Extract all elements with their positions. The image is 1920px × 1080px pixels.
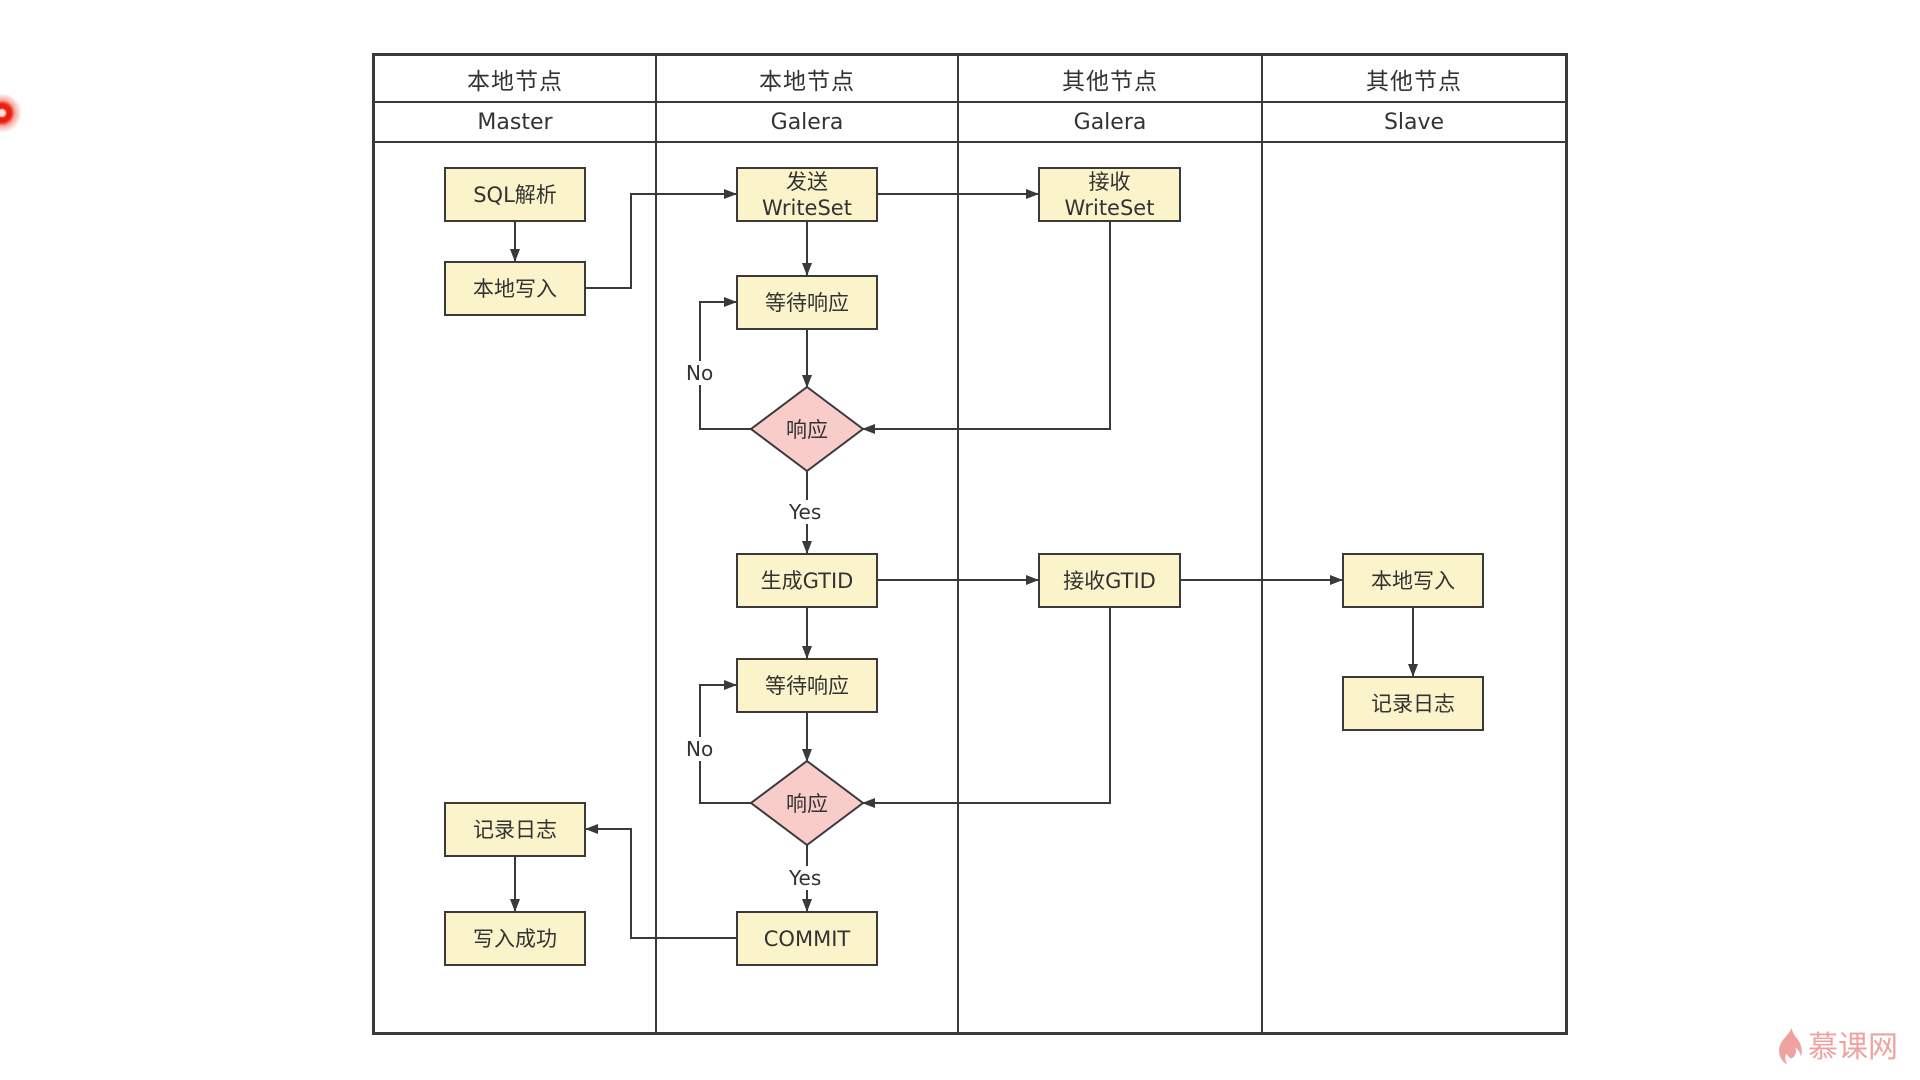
connector-commit-to-logmaster: [585, 824, 736, 939]
node-label: COMMIT: [763, 926, 851, 951]
lane-role-header: Galera: [959, 103, 1261, 143]
node-local-write-slave: 本地写入: [1342, 553, 1484, 608]
connector-localwrite-to-sendwriteset: [586, 189, 737, 289]
node-write-success: 写入成功: [444, 911, 586, 966]
node-local-write-master: 本地写入: [444, 261, 586, 316]
decision-response-1: 响应: [749, 385, 865, 473]
node-label: SQL解析: [473, 182, 557, 207]
connector-recvgtid-to-response2: [862, 608, 1111, 808]
node-commit: COMMIT: [736, 911, 878, 966]
edge-label-yes-1: Yes: [786, 500, 825, 524]
decision-label: 响应: [786, 418, 828, 442]
lane-master: 本地节点 Master: [375, 56, 655, 1032]
node-wait-response-2: 等待响应: [736, 658, 878, 713]
lane-group-header: 其他节点: [1263, 56, 1565, 103]
lane-role-header: Galera: [657, 103, 957, 143]
node-label: 本地写入: [473, 276, 557, 301]
edge-label-no-1: No: [683, 361, 717, 385]
node-log-slave: 记录日志: [1342, 676, 1484, 731]
node-label: 等待响应: [765, 290, 849, 315]
lane-galera-other: 其他节点 Galera: [957, 56, 1261, 1032]
node-label-line2: WriteSet: [762, 195, 852, 220]
node-wait-response-1: 等待响应: [736, 275, 878, 330]
node-label: 记录日志: [473, 817, 557, 842]
node-generate-gtid: 生成GTID: [736, 553, 878, 608]
diamond-shape: [749, 759, 865, 847]
connector-recvwriteset-to-response1: [862, 222, 1111, 434]
lane-slave: 其他节点 Slave: [1261, 56, 1565, 1032]
node-label: 记录日志: [1371, 691, 1455, 716]
decision-label: 响应: [786, 792, 828, 816]
lane-galera-local: 本地节点 Galera: [655, 56, 957, 1032]
node-label: 写入成功: [473, 926, 557, 951]
lane-role-header: Master: [375, 103, 655, 143]
node-recv-writeset: 接收 WriteSet: [1038, 167, 1181, 222]
imooc-watermark-text: 慕课网: [1808, 1030, 1898, 1065]
node-label-line1: 接收: [1088, 169, 1131, 194]
imooc-watermark: 慕课网: [1777, 1028, 1898, 1068]
node-log-master: 记录日志: [444, 802, 586, 857]
node-label-line2: WriteSet: [1064, 195, 1155, 220]
edge-label-yes-2: Yes: [786, 866, 825, 890]
lane-group-header: 其他节点: [959, 56, 1261, 103]
decision-response-2: 响应: [749, 759, 865, 847]
edge-label-no-2: No: [683, 737, 717, 761]
node-receive-gtid: 接收GTID: [1038, 553, 1181, 608]
node-label: 等待响应: [765, 673, 849, 698]
flame-icon: [1779, 1028, 1802, 1065]
lane-group-header: 本地节点: [375, 56, 655, 103]
node-sql-parse: SQL解析: [444, 167, 586, 222]
node-send-writeset: 发送 WriteSet: [736, 167, 878, 222]
node-label-line1: 发送: [786, 169, 828, 194]
node-label: 本地写入: [1371, 568, 1455, 593]
node-label: 生成GTID: [760, 568, 854, 593]
swimlane-table: 本地节点 Master 本地节点 Galera 其他节点 Galera 其他节点…: [372, 53, 1568, 1035]
node-label: 接收GTID: [1063, 568, 1156, 593]
laser-pointer-dot: [0, 93, 22, 133]
lane-group-header: 本地节点: [657, 56, 957, 103]
diamond-shape: [749, 385, 865, 473]
lane-role-header: Slave: [1263, 103, 1565, 143]
